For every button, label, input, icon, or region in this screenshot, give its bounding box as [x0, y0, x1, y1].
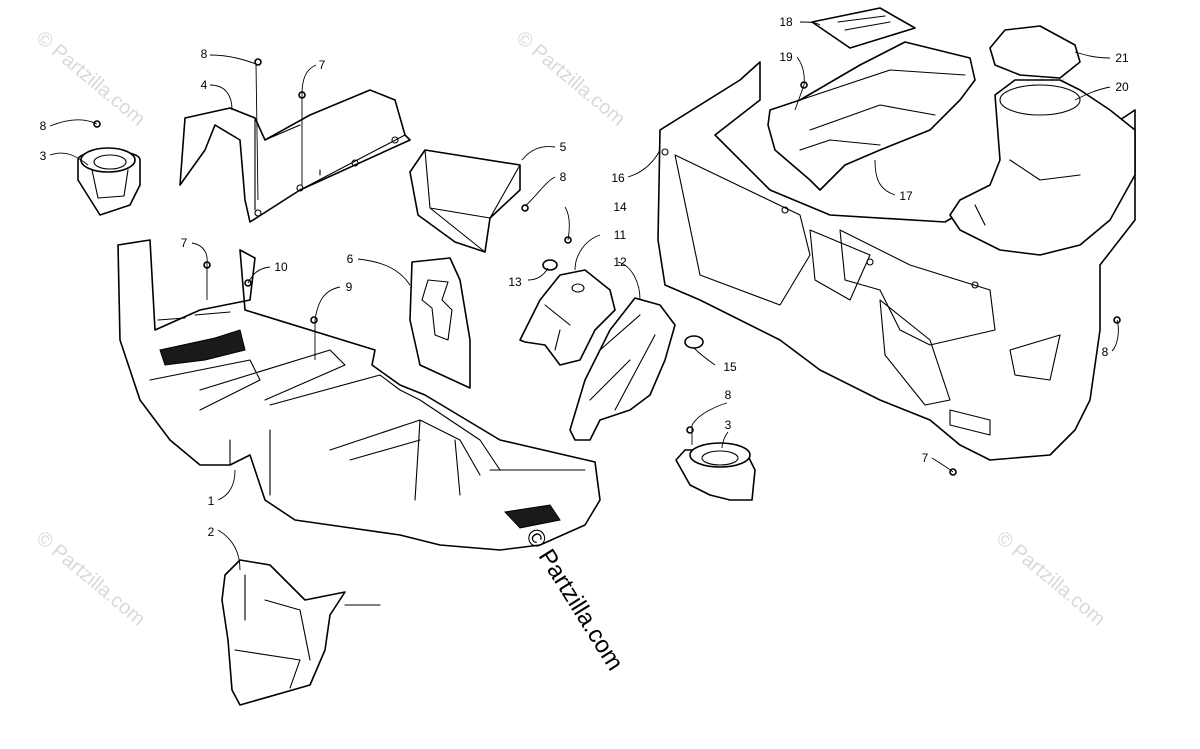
part-5-bin [409, 149, 521, 253]
callout-8: 8 [201, 47, 208, 61]
fastener-8e [686, 426, 694, 434]
part-3-cup-holder-right [675, 442, 756, 501]
watermark-top-center: © Partzilla.com [512, 27, 629, 130]
part-17-storage-tray [767, 41, 976, 191]
callout-8: 8 [725, 388, 732, 402]
callout-16: 16 [611, 171, 625, 185]
callout-20: 20 [1115, 80, 1129, 94]
watermark-bottom-left: © Partzilla.com [32, 527, 149, 630]
part-12-side-panel [569, 297, 676, 441]
fastener-8c [521, 204, 529, 212]
callout-7: 7 [181, 236, 188, 250]
fastener-8b [254, 58, 262, 66]
watermark-top-left: © Partzilla.com [32, 27, 149, 130]
callout-15: 15 [723, 360, 737, 374]
callout-8: 8 [560, 170, 567, 184]
callout-8: 8 [1102, 345, 1109, 359]
callout-4: 4 [201, 78, 208, 92]
fastener-9 [310, 316, 318, 324]
part-15-cap [684, 335, 704, 349]
part-6-plate [409, 257, 471, 389]
part-20-duct [949, 79, 1136, 256]
part-3-cup-holder-left [77, 147, 141, 216]
callout-3: 3 [40, 149, 47, 163]
part-4-cover [179, 89, 411, 223]
callouts: 8 3 8 4 7 5 8 7 10 6 9 14 11 12 13 15 1 … [40, 15, 1129, 539]
part-18-lid [811, 7, 916, 49]
callout-10: 10 [274, 260, 288, 274]
callout-11: 11 [614, 228, 627, 242]
callout-19: 19 [779, 50, 793, 64]
callout-7: 7 [319, 58, 326, 72]
part-2-lower-panel [221, 559, 381, 706]
callout-18: 18 [779, 15, 793, 29]
callout-13: 13 [508, 275, 522, 289]
callout-9: 9 [346, 280, 353, 294]
callout-12: 12 [613, 255, 627, 269]
callout-17: 17 [899, 189, 913, 203]
callout-6: 6 [347, 252, 354, 266]
part-11-bracket [519, 269, 616, 366]
callout-21: 21 [1115, 51, 1129, 65]
fasteners [93, 58, 1121, 476]
callout-7: 7 [922, 451, 929, 465]
callout-14: 14 [613, 200, 627, 214]
callout-1: 1 [208, 494, 215, 508]
callout-2: 2 [208, 525, 215, 539]
callout-3: 3 [725, 418, 732, 432]
part-1-floor-pan [117, 239, 601, 551]
part-13-grommet [542, 259, 558, 271]
center-copyright: © Partzilla.com [520, 524, 629, 675]
leader-lines [49, 21, 1119, 571]
callout-5: 5 [560, 140, 567, 154]
watermark-bottom-right: © Partzilla.com [992, 527, 1109, 630]
part-16-dash-panel [657, 61, 1136, 461]
part-21-cover [989, 25, 1081, 79]
callout-8: 8 [40, 119, 47, 133]
